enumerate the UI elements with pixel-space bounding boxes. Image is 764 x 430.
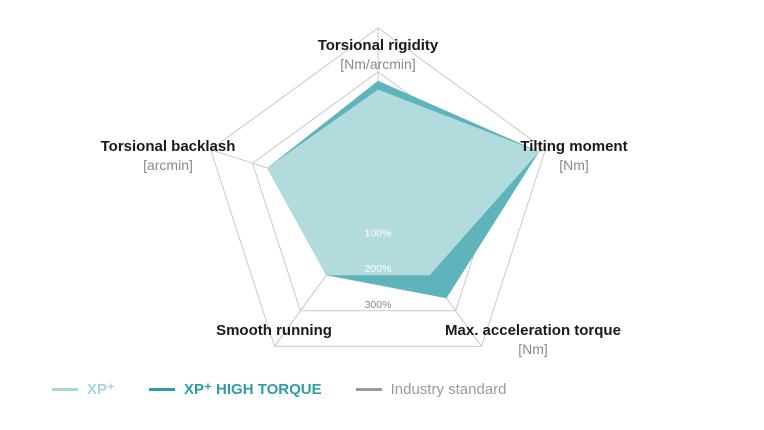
legend-swatch-xp-high-torque [148, 387, 175, 391]
legend-item-industry-standard[interactable]: Industry standard [355, 380, 507, 398]
axis-unit-3: [Nm] [518, 341, 548, 357]
axis-label-1: Torsional rigidity [318, 37, 439, 54]
axis-label-3: Max. acceleration torque [445, 322, 621, 339]
axis-label-2: Tilting moment [520, 138, 627, 155]
axis-unit-1: [Nm/arcmin] [340, 56, 415, 72]
ring-labels: 100% 200% 300% [365, 228, 392, 311]
grid-ring-4 [210, 27, 546, 347]
ring-label-1: 100% [365, 228, 392, 240]
legend-item-xp-high-torque[interactable]: XP⁺ HIGH TORQUE [148, 380, 322, 398]
radar-series [267, 80, 540, 299]
legend-label-xp-high-torque: XP⁺ HIGH TORQUE [183, 381, 322, 398]
legend-item-xp[interactable]: XP⁺ [52, 380, 115, 398]
series-area-3 [267, 89, 540, 276]
legend-swatch-xp [52, 387, 78, 391]
legend: XP⁺ XP⁺ HIGH TORQUE Industry standard [52, 378, 541, 400]
axis-label-4: Smooth running [216, 322, 332, 339]
ring-label-3: 300% [365, 299, 392, 311]
legend-label-xp: XP⁺ [87, 381, 115, 398]
axis-labels: Torsional rigidity [Nm/arcmin] Tilting mom… [101, 37, 628, 357]
legend-swatch-industry-standard [355, 387, 382, 391]
axis-unit-5: [arcmin] [143, 157, 193, 173]
legend-label-industry-standard: Industry standard [390, 380, 507, 398]
ring-label-2: 200% [365, 263, 392, 275]
axis-unit-2: [Nm] [559, 157, 589, 173]
axis-label-5: Torsional backlash [101, 138, 236, 155]
